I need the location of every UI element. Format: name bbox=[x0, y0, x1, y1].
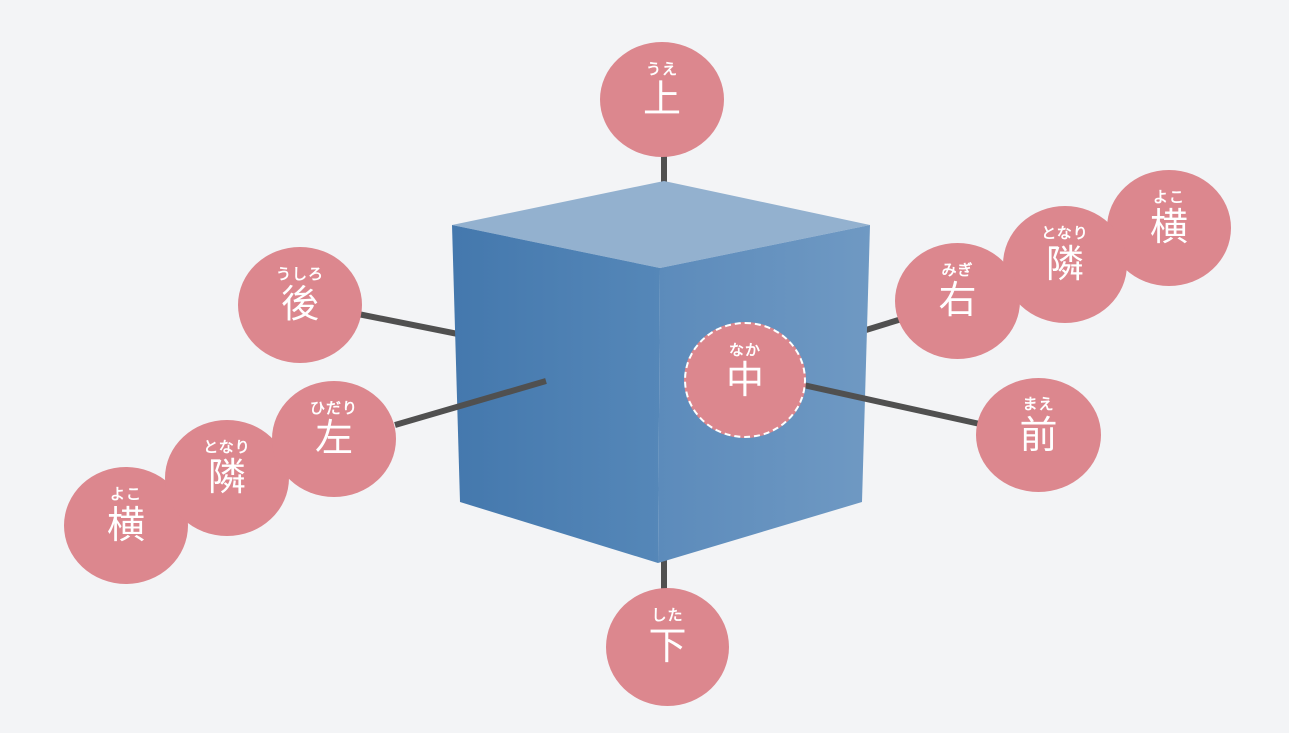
connector-ushiro bbox=[357, 311, 459, 337]
cube-top-face bbox=[452, 181, 870, 268]
kanji-migi: 右 bbox=[938, 278, 977, 323]
label-tonari-left: となり 隣 bbox=[165, 420, 289, 536]
kanji-hidari: 左 bbox=[314, 416, 353, 461]
label-mae: まえ 前 bbox=[976, 378, 1101, 492]
kanji-shita: 下 bbox=[648, 623, 687, 668]
label-hidari: ひだり 左 bbox=[272, 381, 396, 497]
reading-yoko-left: よこ bbox=[109, 484, 142, 503]
kanji-tonari-left: 隣 bbox=[207, 455, 246, 500]
reading-tonari-right: となり bbox=[1041, 223, 1089, 242]
connector-mae bbox=[775, 376, 981, 427]
kanji-yoko-right: 横 bbox=[1149, 205, 1188, 250]
label-tonari-right: となり 隣 bbox=[1003, 206, 1127, 323]
reading-yoko-right: よこ bbox=[1152, 187, 1185, 206]
label-ue: うえ 上 bbox=[600, 42, 724, 157]
label-yoko-right: よこ 横 bbox=[1107, 170, 1231, 286]
kanji-ushiro: 後 bbox=[280, 282, 319, 327]
label-shita: した 下 bbox=[606, 588, 729, 706]
cube-left-face bbox=[452, 225, 660, 563]
reading-shita: した bbox=[651, 606, 684, 625]
kanji-mae: 前 bbox=[1019, 412, 1058, 457]
reading-ushiro: うしろ bbox=[275, 264, 324, 283]
reading-mae: まえ bbox=[1022, 395, 1055, 414]
kanji-yoko-left: 横 bbox=[106, 502, 145, 547]
connector-hidari bbox=[394, 378, 547, 428]
reading-hidari: ひだり bbox=[309, 398, 358, 417]
label-migi: みぎ 右 bbox=[895, 243, 1020, 359]
reading-tonari-left: となり bbox=[203, 437, 251, 456]
kanji-ue: 上 bbox=[642, 76, 681, 121]
kanji-tonari-right: 隣 bbox=[1045, 241, 1084, 286]
reading-migi: みぎ bbox=[941, 260, 974, 279]
kanji-naka: 中 bbox=[725, 357, 764, 402]
reading-ue: うえ bbox=[645, 59, 678, 78]
label-ushiro: うしろ 後 bbox=[238, 247, 362, 363]
reading-naka: なか bbox=[728, 341, 761, 360]
label-naka: なか 中 bbox=[684, 322, 806, 438]
